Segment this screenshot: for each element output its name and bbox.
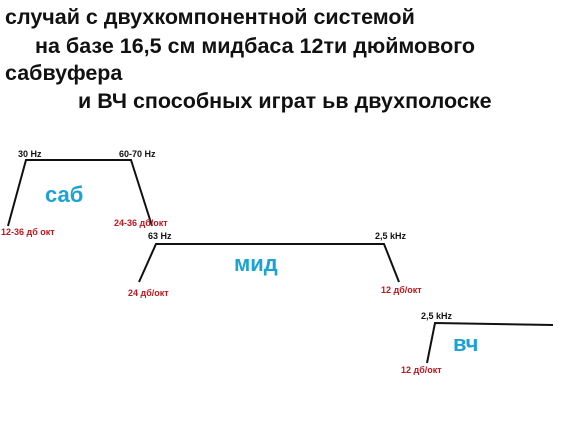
sub-high-freq-label: 60-70 Hz [119,149,156,159]
title-line-3: сабвуфера [5,61,123,85]
tweeter-low-slope-label: 12 дб/окт [401,365,442,375]
sub-low-freq-label: 30 Hz [18,149,42,159]
mid-high-slope-label: 12 дб/окт [381,285,422,295]
tweeter-low-freq-label: 2,5 kHz [421,311,453,321]
mid-low-freq-label: 63 Hz [148,231,172,241]
title-line-2: на базе 16,5 см мидбаса 12ти дюймового [35,34,476,58]
sub-band-curve [7,159,153,227]
mid-high-freq-label: 2,5 kHz [375,231,407,241]
sub-low-slope-label: 12-36 дб окт [1,227,55,237]
sub-high-slope-label: 24-36 дб/окт [114,218,168,228]
title-line-1: случай с двухкомпонентной системой [5,5,415,29]
mid-band-curve [138,243,400,283]
mid-low-slope-label: 24 дб/окт [128,288,169,298]
tweeter-band-name: вч [453,331,478,356]
sub-band-name: саб [45,182,83,207]
mid-band-name: мид [234,251,278,276]
tweeter-band-curve [426,321,554,364]
title-line-4: и ВЧ способных играт ьв двухполоске [78,89,492,113]
